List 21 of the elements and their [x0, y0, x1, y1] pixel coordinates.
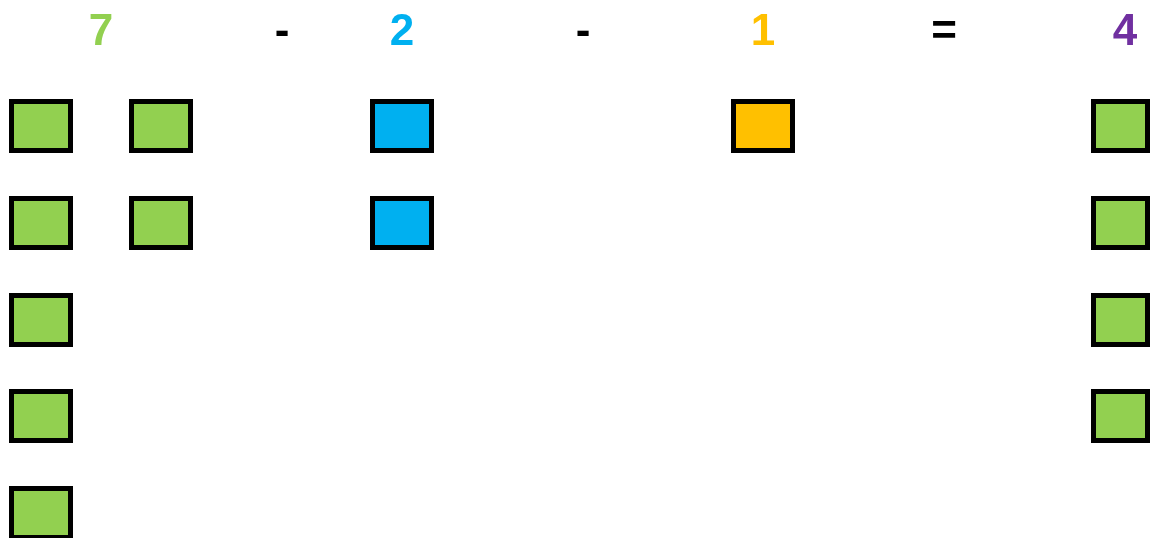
- square-block: [9, 486, 73, 538]
- number-label: 2: [389, 4, 415, 56]
- operator-sign: -: [575, 4, 591, 56]
- square-block: [129, 196, 193, 250]
- square-block: [129, 99, 193, 153]
- square-block: [370, 196, 434, 250]
- operator-sign: =: [931, 4, 957, 56]
- square-block: [9, 293, 73, 347]
- square-block: [1091, 293, 1150, 347]
- square-block: [1091, 99, 1150, 153]
- square-block: [1091, 196, 1150, 250]
- square-block: [9, 196, 73, 250]
- number-label: 1: [750, 4, 776, 56]
- number-label: 7: [88, 4, 114, 56]
- number-label: 4: [1112, 4, 1138, 56]
- operator-sign: -: [274, 4, 290, 56]
- square-block: [731, 99, 795, 153]
- square-block: [9, 389, 73, 443]
- square-block: [9, 99, 73, 153]
- square-block: [370, 99, 434, 153]
- square-block: [1091, 389, 1150, 443]
